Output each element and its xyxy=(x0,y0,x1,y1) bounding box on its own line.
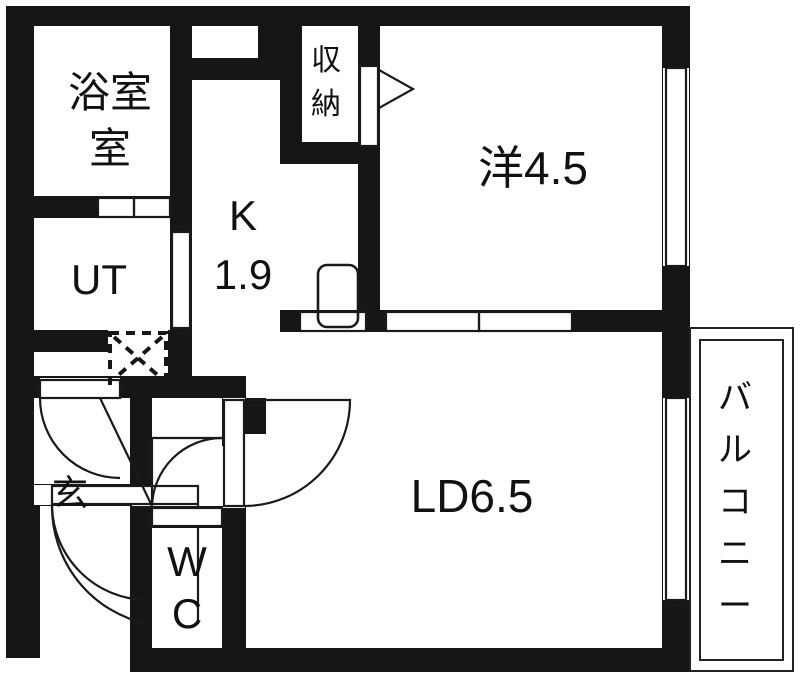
hall-floor xyxy=(152,398,222,506)
north-wall-2 xyxy=(6,6,690,26)
door-entrance-main-leaf[interactable] xyxy=(50,484,200,506)
alcove-south-wall-2 xyxy=(170,58,280,80)
washing-machine-x2 xyxy=(112,335,164,381)
folding-door-closet-arrow xyxy=(378,69,416,109)
closet-west-wall-2 xyxy=(280,22,302,164)
room-cutouts xyxy=(34,22,662,658)
label-toilet-line-2: C xyxy=(172,590,202,637)
washer-nook-east-2 xyxy=(168,330,192,398)
balcony-group xyxy=(689,327,794,672)
wc-west-wall-2 xyxy=(130,506,152,658)
folding-door-closet-fill xyxy=(359,66,379,146)
folding-door-closet-panel[interactable] xyxy=(358,64,380,148)
window-living-east-fill xyxy=(663,398,689,600)
door-entrance-main-swing2 xyxy=(50,503,149,626)
utility-lower-strip xyxy=(34,352,108,376)
sliding-door-kitchen-panel[interactable] xyxy=(298,310,368,333)
south-wall-2 xyxy=(130,648,690,672)
door-wc-leaf[interactable] xyxy=(150,506,224,528)
western-floor xyxy=(380,22,662,310)
door-hall-living-leaf[interactable] xyxy=(222,398,246,508)
label-entrance: 玄 xyxy=(52,473,88,514)
closet-floor xyxy=(302,22,358,142)
door-entrance-inner-fill xyxy=(40,378,120,398)
kitchen-hall-connect xyxy=(192,310,280,376)
window-western-east[interactable] xyxy=(664,66,688,268)
door-wc-fill xyxy=(152,507,222,527)
balcony-outline-outer xyxy=(689,327,794,672)
sliding-door-western-panel-2[interactable] xyxy=(477,310,574,333)
label-western: 洋4.5 xyxy=(478,142,588,194)
door-utility[interactable] xyxy=(170,230,192,330)
label-balcony-char-1: バ xyxy=(718,379,752,417)
balcony-outline-inner xyxy=(699,339,784,661)
label-closet-char-1: 収 xyxy=(311,44,341,77)
door-entrance-main-fill xyxy=(34,485,142,505)
label-balcony-char-2: ル xyxy=(718,431,752,469)
label-kitchen-size: 1.9 xyxy=(214,251,272,298)
label-balcony-char-5: ー xyxy=(718,587,752,625)
ld-nw-wall-2 xyxy=(244,398,266,434)
label-living: LD6.5 xyxy=(411,470,534,522)
washer-nook-floor xyxy=(108,330,168,376)
bathroom-floor xyxy=(34,22,170,196)
window-living-east[interactable] xyxy=(664,396,688,602)
shoe-closet-diagonal xyxy=(99,397,153,507)
alcove-floor xyxy=(192,22,258,58)
utility-floor xyxy=(34,218,170,330)
utility-south-wall-2 xyxy=(34,330,108,352)
label-balcony-char-4: ニ xyxy=(718,535,752,573)
label-balcony-char-3: コ xyxy=(718,483,752,521)
fixtures-layer xyxy=(108,263,360,385)
entrance-floor xyxy=(34,398,130,484)
door-wc-swing xyxy=(150,436,223,509)
door-entrance-inner-swing xyxy=(38,397,121,480)
label-utility: UT xyxy=(71,256,127,303)
balcony-floor xyxy=(690,328,794,672)
label-bathroom-char-2: 室 xyxy=(89,125,131,172)
west-wall-2 xyxy=(6,6,34,506)
label-closet-char-2: 納 xyxy=(311,88,341,121)
label-kitchen: K xyxy=(229,192,257,239)
door-utility-fill xyxy=(171,232,191,328)
toilet-floor xyxy=(152,528,222,658)
door-hall-living-swing xyxy=(244,398,352,508)
openings-layer xyxy=(34,64,689,626)
door-entrance-inner-leaf[interactable] xyxy=(38,378,122,400)
label-bathroom-char-1: 浴室 xyxy=(68,69,152,116)
alcove-east-wall-2 xyxy=(258,22,280,80)
labels-layer: 浴室 室 UT K 1.9 収 納 洋4.5 LD6.5 玄 W C バ ル コ… xyxy=(52,44,752,637)
washing-machine-space xyxy=(108,331,168,385)
window-western-east-fill xyxy=(663,68,689,266)
door-hall-living-fill xyxy=(223,398,245,508)
wc-east-wall-2 xyxy=(222,506,246,658)
living-floor xyxy=(244,332,662,648)
entrance-east-wall-2 xyxy=(130,398,152,486)
sliding-door-bath-panel-2[interactable] xyxy=(132,196,172,219)
washing-machine-x1 xyxy=(112,335,164,381)
kitchen-sink xyxy=(316,263,360,329)
bathroom-east-wall-2 xyxy=(170,22,192,218)
label-toilet-line-1: W xyxy=(167,538,207,585)
